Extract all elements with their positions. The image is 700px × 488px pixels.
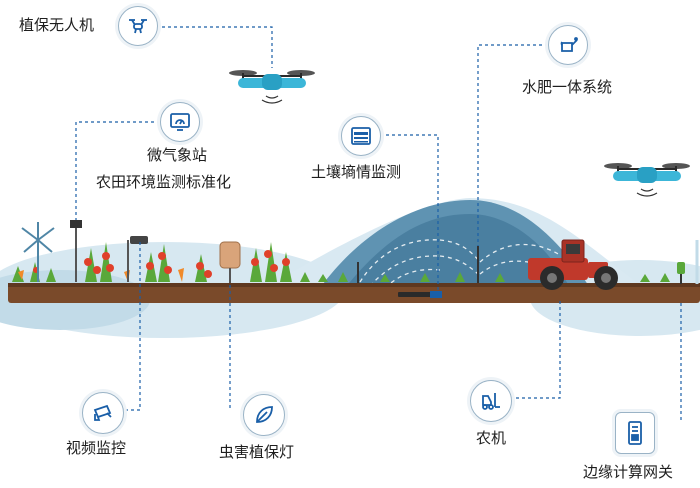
leaf-icon	[256, 406, 273, 423]
pest-lamp-icon-node	[243, 394, 285, 436]
connector-weather	[75, 121, 160, 220]
connector-water	[477, 44, 548, 246]
tractor-icon-node	[470, 380, 512, 422]
label-farmland-monitoring: 农田环境监测标准化	[96, 173, 232, 191]
weather-station-device	[70, 220, 82, 282]
label-soil-moisture: 土壤墒情监测	[311, 163, 402, 181]
camera-device	[127, 236, 148, 282]
cctv-camera-icon	[93, 404, 112, 421]
connector-tractor	[510, 300, 561, 399]
connector-drone	[156, 26, 273, 68]
soil-strip	[8, 283, 700, 303]
soil-moisture-icon-node	[341, 116, 381, 156]
sprinklers	[357, 246, 479, 284]
forklift-icon	[482, 393, 500, 410]
soil-layers-icon	[351, 127, 371, 145]
connector-lines	[75, 26, 682, 420]
drone-icon-node	[118, 6, 158, 46]
weather-station-icon-node	[160, 102, 200, 142]
pest-lamp-device	[219, 241, 241, 284]
connector-video	[125, 240, 141, 411]
label-water-fertilizer: 水肥一体系统	[522, 78, 613, 96]
drone-device-1	[229, 70, 315, 104]
watering-can-icon	[560, 37, 578, 52]
gateway-device-icon	[628, 421, 642, 445]
drone-device-2	[604, 163, 690, 197]
label-tractor: 农机	[476, 429, 507, 447]
label-pest-lamp: 虫害植保灯	[219, 443, 295, 461]
label-weather-station: 微气象站	[147, 146, 208, 164]
connector-soil	[380, 134, 439, 292]
drone-icon	[129, 19, 147, 34]
gateway-device	[677, 240, 699, 284]
water-fertilizer-icon-node	[548, 25, 588, 65]
edge-gateway-icon-node	[615, 412, 655, 454]
tractor-device	[528, 239, 618, 290]
label-edge-gateway: 边缘计算网关	[583, 463, 674, 481]
monitor-gauge-icon	[170, 113, 190, 131]
label-drone: 植保无人机	[19, 16, 95, 34]
label-video-monitoring: 视频监控	[66, 439, 127, 457]
video-monitoring-icon-node	[82, 392, 124, 434]
windmill	[21, 222, 55, 282]
